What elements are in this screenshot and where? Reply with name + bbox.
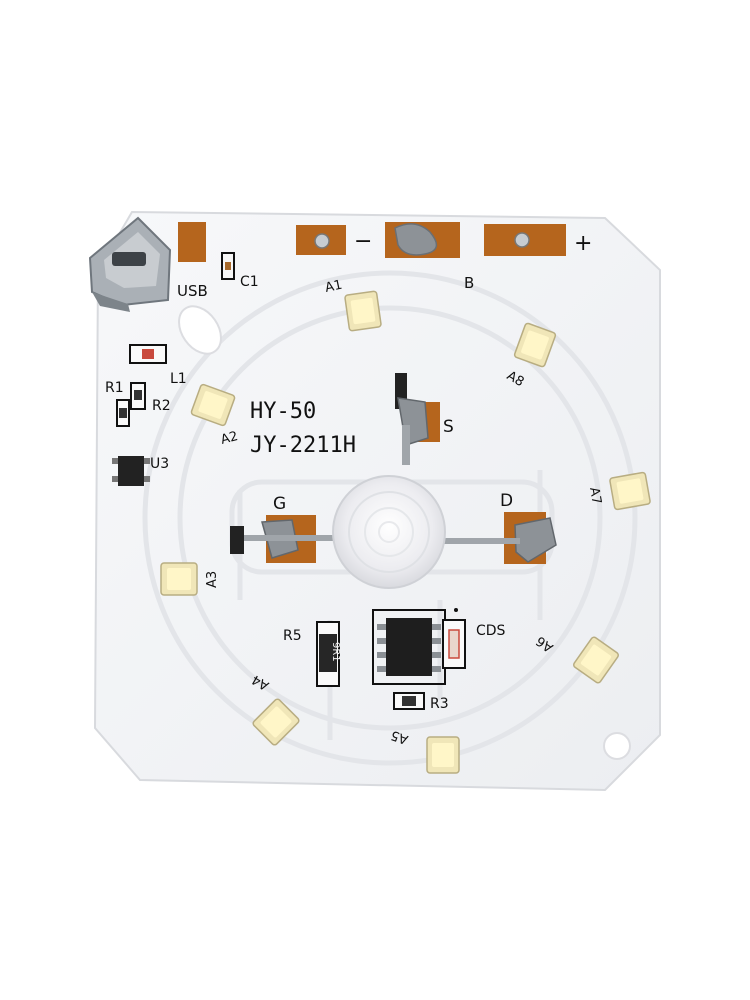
label-a8: A8 — [504, 368, 526, 390]
led-a8 — [513, 322, 557, 368]
chip-u3 — [112, 456, 150, 486]
part-number: JY-2211H — [250, 433, 356, 458]
pir-sensor-lens — [332, 475, 446, 589]
ic-chip-sop8 — [372, 608, 458, 685]
led-a7 — [609, 471, 651, 511]
label-minus: − — [354, 229, 372, 254]
mounting-slot — [178, 305, 222, 355]
led-a2 — [190, 383, 236, 427]
usb-connector — [88, 216, 172, 312]
label-c1: C1 — [240, 274, 259, 290]
label-s: S — [443, 417, 454, 437]
label-a7: A7 — [586, 486, 604, 506]
label-a2: A2 — [219, 429, 239, 448]
label-a4: A4 — [249, 671, 271, 693]
label-d: D — [500, 491, 513, 511]
label-usb: USB — [177, 282, 208, 300]
lead-d — [440, 512, 557, 564]
label-r1: R1 — [105, 380, 124, 396]
label-r3: R3 — [430, 696, 449, 712]
label-u3: U3 — [150, 456, 169, 472]
lead-g — [230, 515, 340, 563]
label-b: B — [464, 274, 474, 292]
led-a3 — [160, 562, 198, 596]
r5-marking: 9R1 — [330, 642, 341, 662]
label-plus: + — [574, 231, 592, 256]
label-r2: R2 — [152, 398, 171, 414]
model-name: HY-50 — [250, 399, 316, 424]
label-r5: R5 — [283, 628, 302, 644]
label-cds: CDS — [476, 623, 506, 639]
label-g: G — [273, 494, 286, 514]
led-a5 — [426, 736, 460, 774]
led-a1 — [344, 290, 382, 332]
label-a1: A1 — [324, 278, 344, 296]
label-a5: A5 — [389, 727, 410, 747]
led-a4 — [252, 698, 300, 746]
mounting-hole — [603, 732, 631, 760]
lead-s — [395, 373, 440, 465]
led-a6 — [572, 636, 620, 684]
label-l1: L1 — [170, 371, 187, 387]
label-a3: A3 — [205, 571, 220, 588]
